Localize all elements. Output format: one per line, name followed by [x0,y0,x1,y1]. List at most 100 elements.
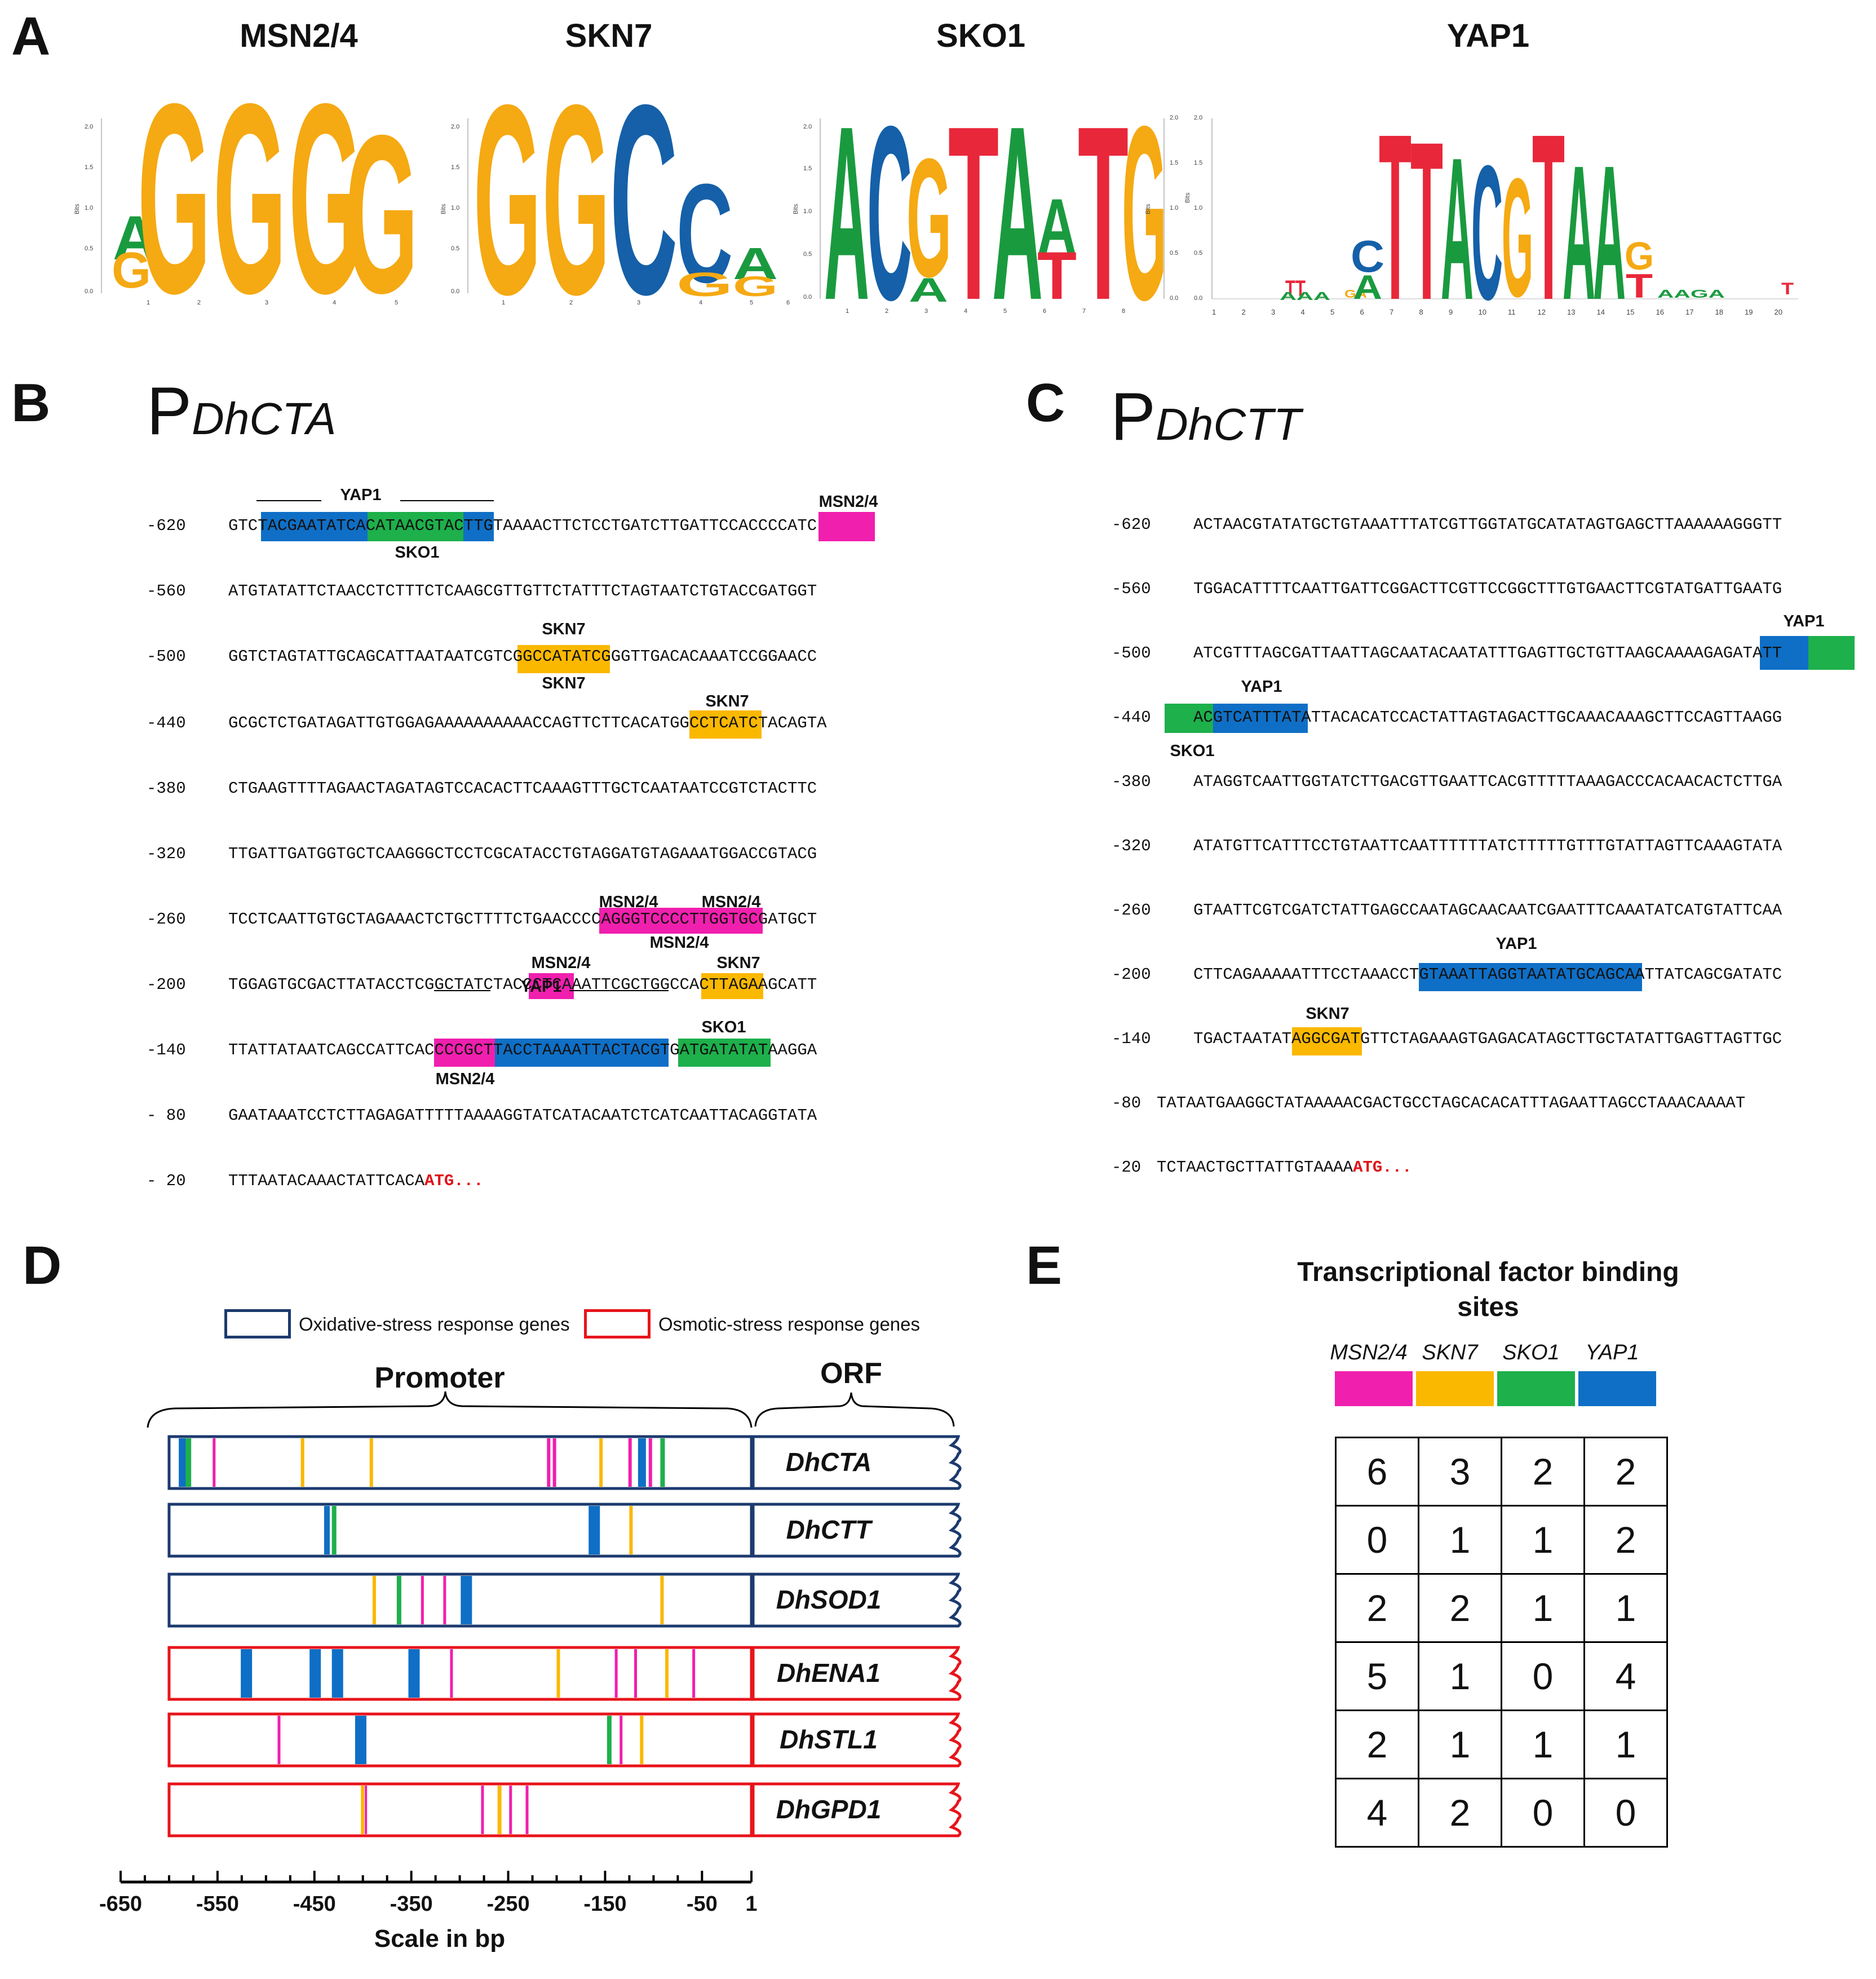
seq-text: GTCTACGAATATCACATAACGTACTTGTAAAACTTCTCCT… [228,516,817,535]
logo-yap1-pos: 19 [1745,308,1753,316]
axis-tick-label: -650 [99,1892,143,1916]
svg-text:AAA: AAA [1280,290,1330,303]
binding-site-msn24 [450,1649,453,1698]
binding-site-msn24 [547,1438,551,1487]
svg-text:A: A [824,75,869,338]
seq-text: GAATAAATCCTCTTAGAGATTTTTAAAAGGTATCATACAA… [228,1106,817,1125]
binding-site-msn24 [443,1576,446,1624]
table-cell: 1 [1501,1709,1585,1779]
orf-box [751,1435,962,1490]
seq-num: -620 [147,516,186,535]
promoter-box [167,1503,753,1558]
logo-sko1-pos: 2 [885,308,888,315]
seq-num: -260 [147,910,186,929]
svg-text:T: T [1781,280,1794,298]
binding-site-msn24 [421,1576,424,1624]
logo-skn7-axis-label: Bits [440,204,447,214]
logo-yap1-pos: 7 [1390,308,1394,316]
svg-text:G: G [906,123,952,312]
gene-name: DhCTT [786,1515,871,1544]
label-c-yap1: YAP1 [1496,935,1537,953]
label-c-sko1: SKO1 [1170,742,1215,760]
table-cell: 1 [1418,1505,1502,1575]
table-cell: 2 [1583,1505,1668,1575]
binding-site-msn24 [277,1716,281,1764]
logo-sko1-pos: 5 [1003,308,1007,315]
label-b-msn: MSN2/4 [818,493,878,511]
seq-num: -320 [1112,837,1151,855]
seq-text: TTTAATACAAACTATTCACA [228,1172,425,1190]
seq-num: -200 [1112,965,1151,984]
orf-label: ORF [820,1357,882,1390]
logo-yap1-pos: 12 [1537,308,1546,316]
orf-box [751,1646,962,1701]
svg-text:T: T [1532,85,1565,338]
binding-site-msn24 [509,1786,512,1834]
logo-skn7-tick: 0.5 [451,245,459,252]
logo-skn7-pos: 1 [502,299,505,306]
logo-sko1-rtick: 2.0 [1170,114,1178,121]
logo-yap1-pos: 8 [1419,308,1423,316]
binding-site-skn7 [665,1649,669,1698]
promoter-label: Promoter [374,1362,505,1394]
binding-site-sko1 [185,1438,192,1487]
logo-yap1-pos: 13 [1567,308,1576,316]
tf-table: 6 3 2 2 0 1 1 2 2 2 1 1 5 1 0 4 [1335,1437,1668,1848]
logo-yap1-pos: 9 [1449,308,1453,316]
seq-text: TTATTATAATCAGCCATTCACCCCGCTTACCTAAAATTAC… [228,1041,817,1059]
logo-sko1-pos: 6 [1043,308,1046,315]
binding-site-skn7 [660,1576,664,1624]
table-cell: 2 [1418,1573,1502,1643]
logo-sko1-axis-label: Bits [793,204,799,214]
tf-header-msn24: MSN2/4 [1330,1341,1408,1364]
svg-text:T: T [948,75,999,338]
seq-num: -200 [147,975,186,994]
binding-site-skn7 [300,1438,304,1487]
svg-text:TT: TT [1285,276,1306,301]
legend-osmotic-swatch [584,1309,651,1339]
logo-yap1-tick: 1.5 [1194,160,1202,166]
label-b-skn7: SKN7 [705,692,749,710]
binding-site-msn24 [634,1649,638,1698]
table-cell: 0 [1335,1505,1419,1575]
seq-num: - 20 [147,1172,186,1190]
panel-b-label-lines [256,500,669,991]
binding-site-skn7 [372,1576,376,1624]
logo-msn24-tick: 1.0 [85,205,93,211]
binding-site-yap1 [589,1506,600,1554]
logo-skn7-tick: 1.0 [451,205,459,211]
hl-b-yap1-2 [495,1039,669,1067]
hl-b-skn7-2 [689,710,762,739]
label-c-yap1: YAP1 [1241,678,1282,696]
binding-site-yap1 [241,1649,253,1698]
axis-tick-label: -250 [486,1892,530,1916]
binding-site-skn7 [640,1716,644,1764]
seq-num: -620 [1112,515,1151,534]
seq-num: -140 [1112,1030,1151,1048]
table-cell: 1 [1501,1505,1585,1575]
table-cell: 1 [1418,1641,1502,1711]
svg-text:T: T [1379,85,1412,338]
svg-text:G: G [733,271,778,302]
logo-sko1-tick: 1.0 [803,208,812,215]
orf-box [751,1782,962,1837]
panel-label-b: B [11,373,51,433]
logo-yap1-axis-label: Bits [1184,192,1191,203]
seq-num: -380 [1112,772,1151,791]
binding-site-yap1 [324,1506,330,1554]
logo-sko1: 2.0 1.5 1.0 0.5 0.0 Bits A C G A T A A T… [793,75,1178,338]
logo-yap1-pos: 14 [1596,308,1605,316]
seq-num: -260 [1112,901,1151,920]
svg-text:A: A [1441,116,1474,338]
tf-header-yap1: YAP1 [1585,1341,1639,1364]
svg-text:T: T [1626,267,1653,305]
gene-name: DhCTA [785,1447,872,1477]
logo-yap1-pos: 10 [1478,308,1486,316]
binding-site-msn24 [481,1786,484,1834]
logo-yap1-pos: 11 [1508,308,1516,316]
